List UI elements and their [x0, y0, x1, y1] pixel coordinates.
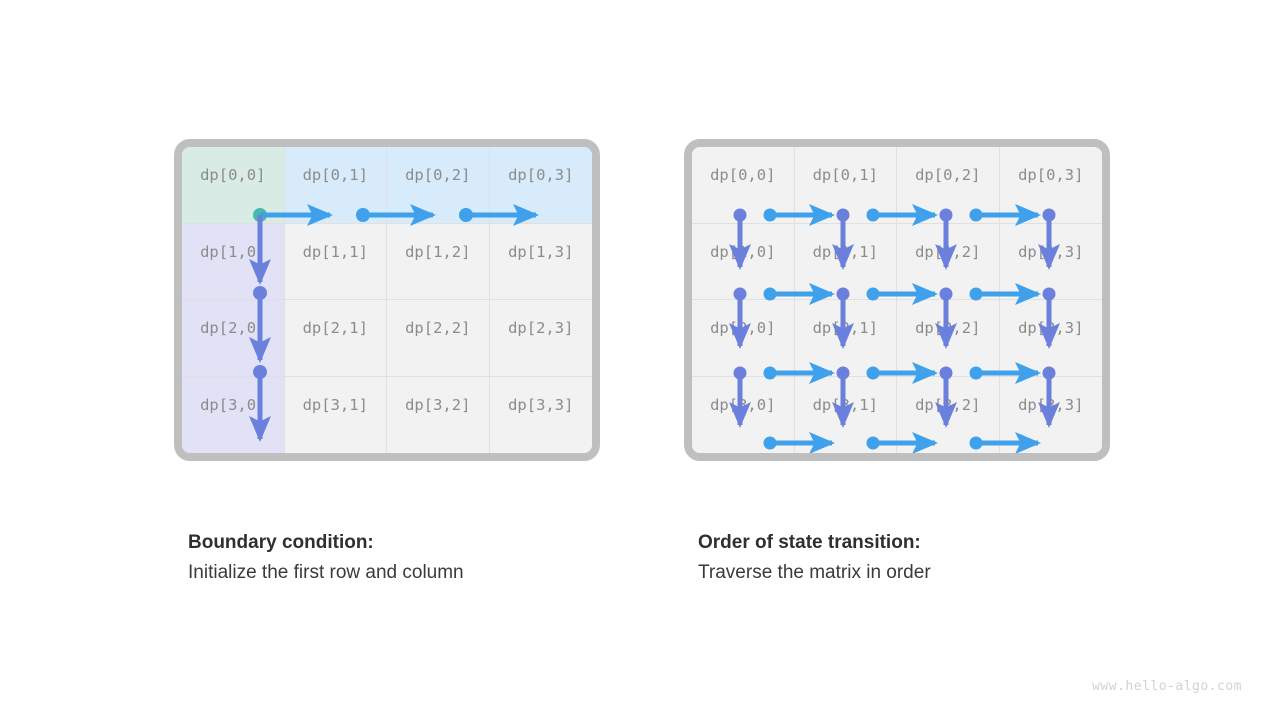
dp-cell-3-2[interactable]: dp[3,2]: [897, 376, 1000, 453]
dp-cell-0-3[interactable]: dp[0,3]: [489, 147, 592, 224]
dp-cell-label: dp[3,3]: [508, 396, 574, 414]
dp-cell-label: dp[2,0]: [200, 319, 266, 337]
dp-cell-label: dp[1,2]: [915, 242, 981, 261]
dp-cell-label: dp[3,0]: [200, 396, 266, 414]
dp-cell-2-1[interactable]: dp[2,1]: [284, 300, 387, 377]
caption-boundary-condition: Boundary condition: Initialize the first…: [188, 529, 648, 588]
dp-cell-label: dp[1,1]: [302, 242, 368, 261]
dp-cell-label: dp[3,3]: [1018, 396, 1084, 414]
dp-cell-label: dp[3,2]: [405, 396, 471, 414]
dp-cell-label: dp[2,3]: [508, 319, 574, 337]
caption-state-transition-order: Order of state transition: Traverse the …: [698, 529, 1158, 588]
dp-cell-2-3[interactable]: dp[2,3]: [489, 300, 592, 377]
dp-cell-2-0[interactable]: dp[2,0]: [182, 300, 285, 377]
dp-cell-label: dp[2,1]: [812, 319, 878, 337]
dp-cell-label: dp[1,3]: [1018, 242, 1084, 261]
dp-cell-1-3[interactable]: dp[1,3]: [489, 223, 592, 300]
caption-body: Traverse the matrix in order: [698, 561, 931, 583]
dp-cell-3-3[interactable]: dp[3,3]: [489, 376, 592, 453]
site-watermark: www.hello-algo.com: [1092, 679, 1242, 694]
dp-cell-label: dp[1,0]: [200, 242, 266, 261]
dp-cell-label: dp[0,1]: [812, 166, 878, 184]
dp-cell-3-1[interactable]: dp[3,1]: [794, 376, 897, 453]
matrix-panel-state-transition-order: dp[0,0] dp[0,1] dp[0,2] dp[0,3] dp[1,0] …: [684, 139, 1110, 461]
dp-cell-label: dp[2,1]: [302, 319, 368, 337]
dp-cell-label: dp[3,1]: [302, 396, 368, 414]
caption-body: Initialize the first row and column: [188, 561, 464, 583]
dp-cell-0-2[interactable]: dp[0,2]: [387, 147, 490, 224]
dp-cell-label: dp[0,0]: [200, 166, 266, 184]
dp-cell-label: dp[0,2]: [405, 166, 471, 184]
dp-cell-1-1[interactable]: dp[1,1]: [794, 223, 897, 300]
dp-cell-3-3[interactable]: dp[3,3]: [999, 376, 1102, 453]
dp-cell-2-2[interactable]: dp[2,2]: [897, 300, 1000, 377]
caption-title: Boundary condition:: [188, 532, 374, 553]
dp-cell-3-0[interactable]: dp[3,0]: [692, 376, 795, 453]
dp-cell-1-0[interactable]: dp[1,0]: [182, 223, 285, 300]
dp-cell-label: dp[3,1]: [812, 396, 878, 414]
dp-cell-label: dp[2,3]: [1018, 319, 1084, 337]
dp-cell-2-3[interactable]: dp[2,3]: [999, 300, 1102, 377]
dp-cell-3-1[interactable]: dp[3,1]: [284, 376, 387, 453]
dp-cell-2-0[interactable]: dp[2,0]: [692, 300, 795, 377]
dp-cell-0-0[interactable]: dp[0,0]: [692, 147, 795, 224]
dp-cell-2-1[interactable]: dp[2,1]: [794, 300, 897, 377]
dp-cell-label: dp[3,2]: [915, 396, 981, 414]
dp-cell-3-0[interactable]: dp[3,0]: [182, 376, 285, 453]
dp-cell-label: dp[3,0]: [710, 396, 776, 414]
dp-cell-label: dp[1,3]: [508, 242, 574, 261]
dp-cell-label: dp[0,3]: [508, 166, 574, 184]
dp-cell-1-2[interactable]: dp[1,2]: [897, 223, 1000, 300]
dp-cell-1-1[interactable]: dp[1,1]: [284, 223, 387, 300]
dp-cell-label: dp[2,2]: [915, 319, 981, 337]
dp-cell-2-2[interactable]: dp[2,2]: [387, 300, 490, 377]
dp-cell-label: dp[1,0]: [710, 242, 776, 261]
matrix-panel-boundary-condition: dp[0,0] dp[0,1] dp[0,2] dp[0,3] dp[1,0] …: [174, 139, 600, 461]
dp-cell-label: dp[0,1]: [302, 166, 368, 184]
dp-grid-left: dp[0,0] dp[0,1] dp[0,2] dp[0,3] dp[1,0] …: [182, 147, 592, 453]
dp-cell-0-1[interactable]: dp[0,1]: [794, 147, 897, 224]
dp-cell-1-0[interactable]: dp[1,0]: [692, 223, 795, 300]
dp-cell-label: dp[0,3]: [1018, 166, 1084, 184]
dp-grid-right: dp[0,0] dp[0,1] dp[0,2] dp[0,3] dp[1,0] …: [692, 147, 1102, 453]
dp-cell-0-0[interactable]: dp[0,0]: [182, 147, 285, 224]
dp-cell-3-2[interactable]: dp[3,2]: [387, 376, 490, 453]
dp-cell-1-3[interactable]: dp[1,3]: [999, 223, 1102, 300]
dp-cell-label: dp[2,2]: [405, 319, 471, 337]
dp-cell-label: dp[0,0]: [710, 166, 776, 184]
dp-cell-label: dp[0,2]: [915, 166, 981, 184]
dp-cell-0-2[interactable]: dp[0,2]: [897, 147, 1000, 224]
dp-cell-label: dp[1,1]: [812, 242, 878, 261]
dp-cell-label: dp[1,2]: [405, 242, 471, 261]
dp-cell-0-3[interactable]: dp[0,3]: [999, 147, 1102, 224]
dp-cell-0-1[interactable]: dp[0,1]: [284, 147, 387, 224]
dp-cell-label: dp[2,0]: [710, 319, 776, 337]
dp-cell-1-2[interactable]: dp[1,2]: [387, 223, 490, 300]
caption-title: Order of state transition:: [698, 532, 921, 553]
